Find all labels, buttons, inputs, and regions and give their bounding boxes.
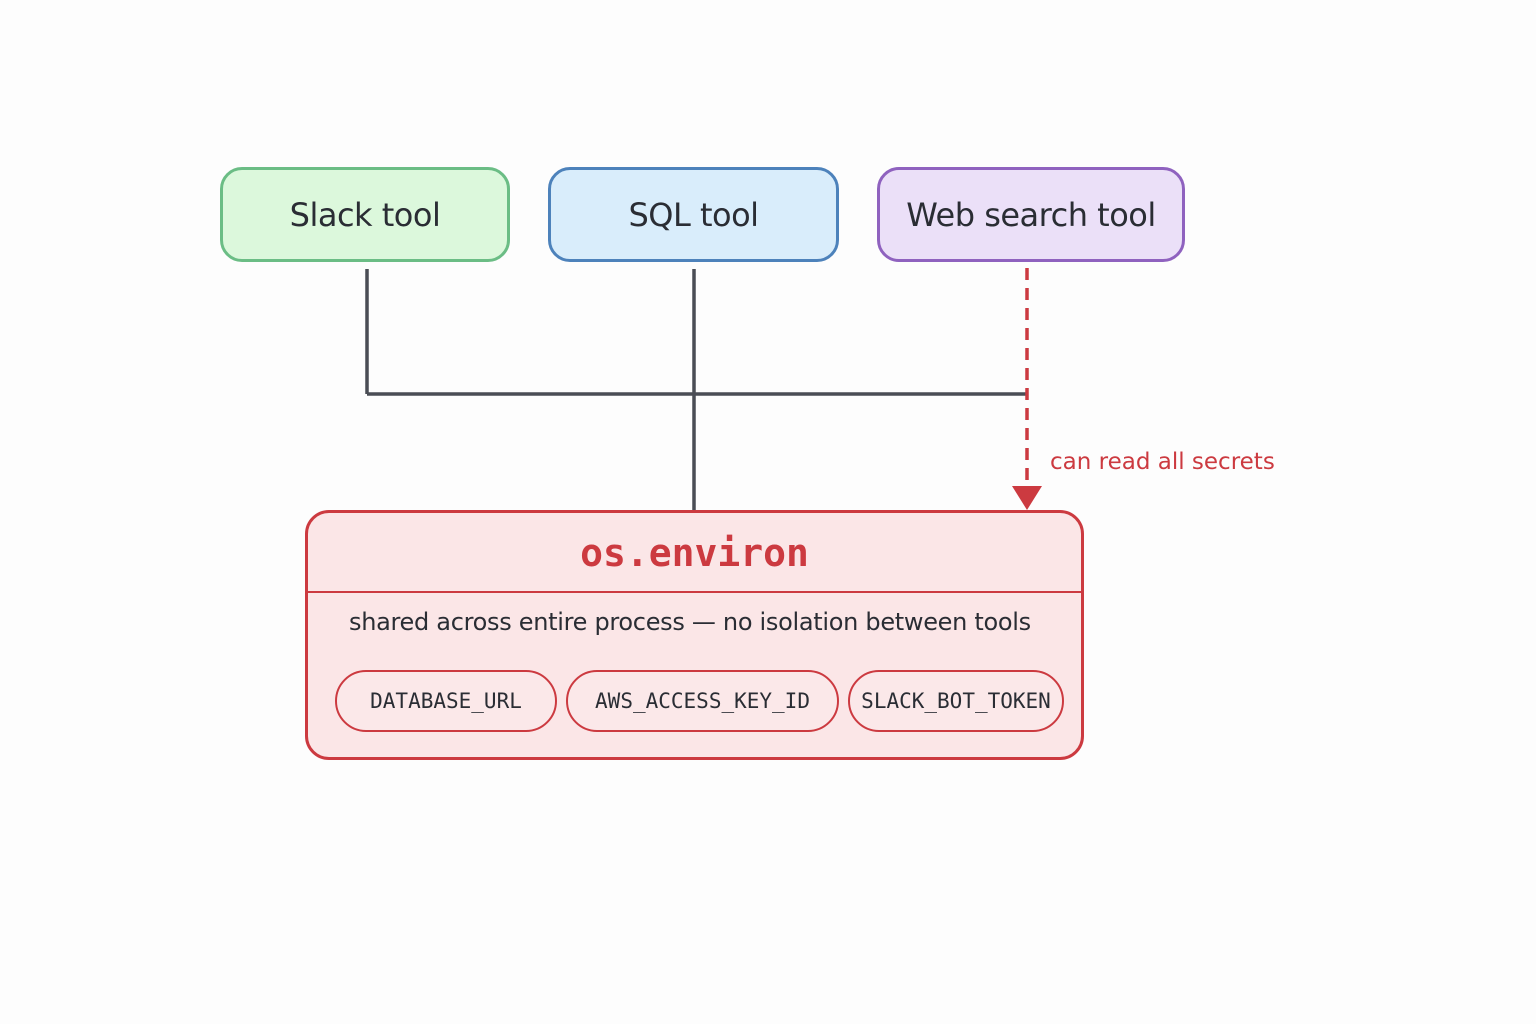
secret-chip-aws-access-key-id: AWS_ACCESS_KEY_ID — [566, 670, 839, 732]
sql-tool-label: SQL tool — [628, 195, 759, 234]
web-search-tool-box: Web search tool — [877, 167, 1185, 262]
os-environ-divider — [308, 591, 1081, 593]
sql-tool-box: SQL tool — [548, 167, 839, 262]
os-environ-title: os.environ — [580, 531, 809, 575]
secret-chip-slack-bot-token: SLACK_BOT_TOKEN — [848, 670, 1064, 732]
can-read-secrets-label: can read all secrets — [1050, 449, 1275, 475]
slack-tool-label: Slack tool — [289, 195, 441, 234]
slack-tool-box: Slack tool — [220, 167, 510, 262]
os-environ-subtitle: shared across entire process — no isolat… — [349, 608, 1031, 636]
secret-chip-database-url: DATABASE_URL — [335, 670, 557, 732]
web-search-tool-label: Web search tool — [906, 195, 1156, 234]
os-environ-box: os.environ shared across entire process … — [305, 510, 1084, 760]
arrow-head — [1012, 486, 1042, 510]
